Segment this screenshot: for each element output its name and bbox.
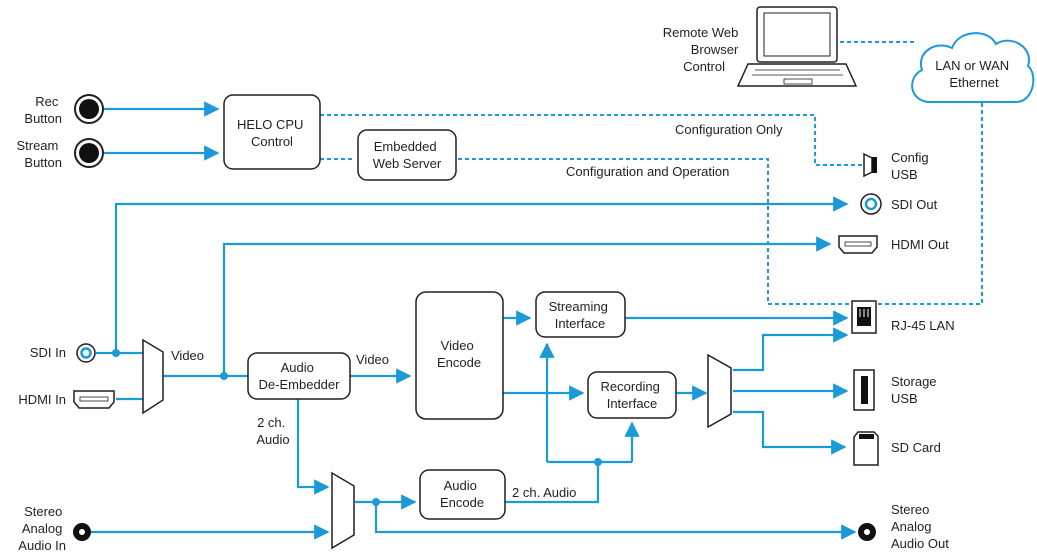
- sdi-out-connector-icon: [860, 193, 882, 215]
- svg-text:Video Encode: Video Encode: [437, 338, 481, 370]
- rec-button-label: Rec Button: [24, 94, 62, 126]
- svg-text:Audio Encode: Audio Encode: [440, 478, 484, 510]
- config-usb-label: Config USB: [891, 150, 932, 182]
- rj45-port-icon: [851, 300, 877, 334]
- svg-text:Embedded Web Server: Embedded Web Server: [373, 139, 442, 171]
- config-only-label: Configuration Only: [675, 122, 783, 137]
- svg-text:HELO CPU Control: HELO CPU Control: [237, 117, 307, 149]
- cloud-label: LAN or WAN Ethernet: [935, 58, 1013, 90]
- dashed-network-lines: [320, 41, 983, 305]
- storage-output-mux: [707, 353, 732, 429]
- hdmi-out-label: HDMI Out: [891, 237, 949, 252]
- sdi-in-connector-icon: [76, 343, 96, 363]
- two-ch-audio-vertical-label: 2 ch. Audio: [256, 415, 289, 447]
- usb-mini-port-icon: [863, 152, 877, 178]
- streaming-interface-box: Streaming Interface: [535, 291, 626, 338]
- rj45-label: RJ-45 LAN: [891, 318, 955, 333]
- storage-usb-label: Storage USB: [891, 374, 940, 406]
- stereo-in-label: Stereo Analog Audio In: [18, 504, 66, 553]
- rec-button-icon: [74, 94, 104, 124]
- remote-browser-label: Remote Web Browser Control: [663, 25, 742, 74]
- stream-button-icon: [74, 138, 104, 168]
- hdmi-in-port-icon: [73, 390, 115, 409]
- recording-interface-box: Recording Interface: [587, 371, 677, 419]
- video-encode-box: Video Encode: [415, 291, 504, 420]
- signal-wires: [90, 101, 857, 540]
- sdi-in-label: SDI In: [30, 345, 66, 360]
- cloud-icon: [911, 32, 1035, 103]
- svg-text:Recording Interface: Recording Interface: [601, 379, 664, 411]
- video-input-mux: [142, 338, 164, 415]
- sd-card-label: SD Card: [891, 440, 941, 455]
- stereo-out-jack-icon: [858, 523, 876, 541]
- cpu-control-box: HELO CPU Control: [223, 94, 321, 170]
- stream-button-label: Stream Button: [16, 138, 62, 170]
- sdi-out-label: SDI Out: [891, 197, 938, 212]
- audio-input-mux: [331, 471, 355, 550]
- hdmi-in-label: HDMI In: [18, 392, 66, 407]
- junction-dots: [112, 349, 602, 506]
- two-ch-audio-horizontal-label: 2 ch. Audio: [512, 485, 576, 500]
- stereo-out-label: Stereo Analog Audio Out: [891, 502, 949, 551]
- sd-card-icon: [853, 431, 879, 466]
- video-label-1: Video: [171, 348, 204, 363]
- config-operation-label: Configuration and Operation: [566, 164, 729, 179]
- svg-text:Audio De-Embedder: Audio De-Embedder: [259, 360, 341, 392]
- audio-encode-box: Audio Encode: [419, 469, 506, 520]
- hdmi-out-port-icon: [838, 235, 878, 254]
- web-server-box: Embedded Web Server: [357, 129, 457, 181]
- laptop-icon: [736, 6, 858, 87]
- audio-de-embedder-box: Audio De-Embedder: [247, 352, 351, 400]
- usb-port-icon: [853, 369, 875, 411]
- svg-text:Streaming Interface: Streaming Interface: [549, 299, 612, 331]
- video-label-2: Video: [356, 352, 389, 367]
- stereo-in-jack-icon: [73, 523, 91, 541]
